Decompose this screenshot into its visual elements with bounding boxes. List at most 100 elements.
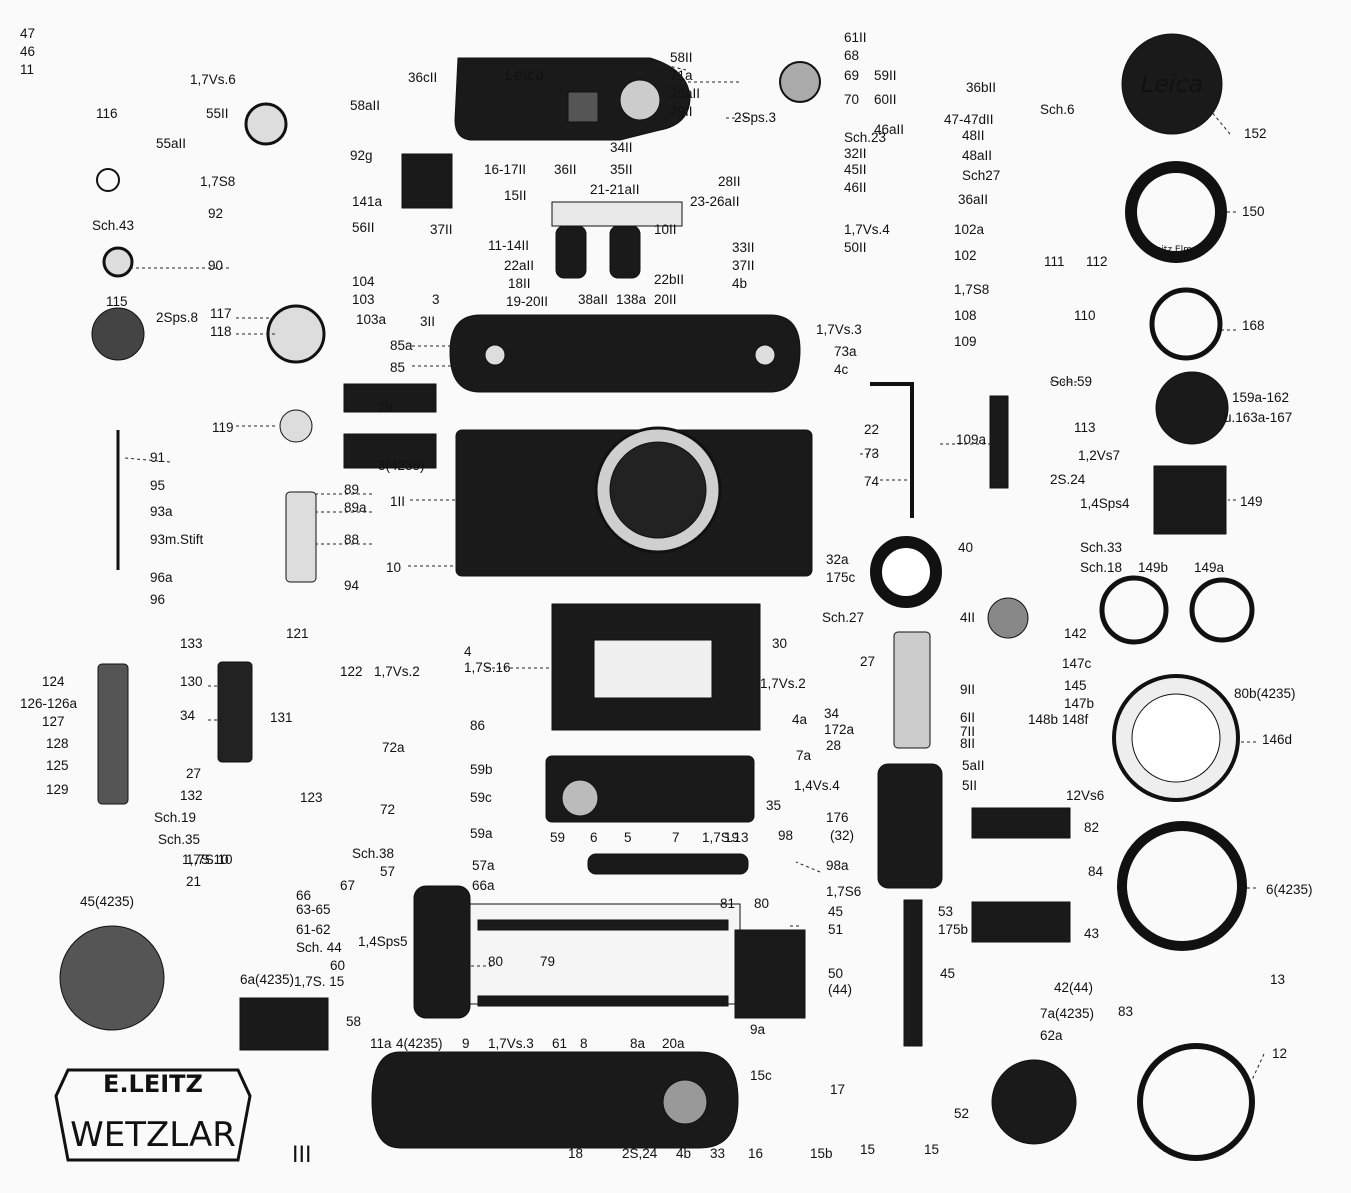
part-label: 70 — [844, 92, 859, 107]
part-label: 152 — [1244, 126, 1267, 141]
plate-82 — [971, 807, 1071, 839]
part-callouts: 1,7Vs.611655aII55II1,7S858aII36cII92g141… — [20, 26, 1313, 1161]
part-label: 17 — [830, 1082, 845, 1097]
part-label: 102 — [954, 248, 977, 263]
part-label: Sch27 — [962, 168, 1000, 183]
part-label: u.163a-167 — [1224, 410, 1292, 425]
part-label: Sch.23 — [844, 130, 886, 145]
part-label: 27 — [186, 766, 201, 781]
top-plate — [449, 314, 801, 393]
part-label: 4a — [792, 712, 808, 727]
part-label: 7 — [672, 830, 680, 845]
lens-cap-lettering: Leica — [1141, 70, 1204, 98]
logo-frame — [54, 1068, 252, 1162]
ring-116 — [96, 168, 120, 192]
part-label: 72a — [382, 740, 405, 755]
part-label: 7a(4235) — [1040, 1006, 1094, 1021]
cassette-176 — [877, 763, 943, 889]
viewfinder-window — [567, 91, 599, 123]
part-label: 129 — [46, 782, 69, 797]
part-label: 22aII — [504, 258, 534, 273]
part-label: 146d — [1262, 732, 1292, 747]
part-label: 118 — [210, 324, 232, 339]
ring-4-4235 — [1137, 1043, 1255, 1161]
base-plate-lock — [662, 1079, 708, 1125]
top-plate-hole-left — [484, 344, 506, 366]
part-label: 119 — [212, 420, 234, 435]
part-label: Sch. 44 — [296, 940, 342, 955]
part-label: 1,7Vs.4 — [844, 222, 890, 237]
part-label: 62a — [1040, 1028, 1063, 1043]
part-label: 2Sps.8 — [156, 310, 198, 325]
part-label: 45(4235) — [80, 894, 134, 909]
part-label: 59a — [470, 826, 493, 841]
part-label: 148f — [1062, 712, 1089, 727]
part-label: 2II — [378, 400, 393, 415]
part-label: 111 — [1044, 254, 1065, 269]
part-label: 34II — [610, 140, 633, 155]
part-label: 1II — [390, 494, 405, 509]
part-label: 60 — [330, 958, 345, 973]
part-label: 37II — [732, 258, 755, 273]
part-label: 102a — [954, 222, 985, 237]
part-label: 23-26aII — [690, 194, 740, 209]
part-label: 1,7Vs.2 — [760, 676, 806, 691]
shutter-speed-gear — [561, 779, 599, 817]
part-label: 1,7Vs.6 — [190, 72, 236, 87]
part-label: 172a — [824, 722, 855, 737]
part-label: 50 — [828, 966, 843, 981]
part-label: 46II — [844, 180, 867, 195]
lens-ring-lettering: Leitz Elmar — [1151, 245, 1201, 255]
part-label: 11a — [370, 1036, 392, 1051]
part-label: 6(4235) — [1266, 882, 1313, 897]
part-label: 19-20II — [506, 294, 548, 309]
part-label: 93m.Stift — [150, 532, 204, 547]
part-label: 168 — [1242, 318, 1265, 333]
shaft-124 — [97, 663, 129, 805]
part-label: 159a-162 — [1232, 390, 1289, 405]
part-label: 69 — [844, 68, 859, 83]
part-label: 96a — [150, 570, 173, 585]
part-label: 15b — [810, 1146, 833, 1161]
curtain-strip-top — [477, 919, 729, 931]
part-label: 86 — [470, 718, 485, 733]
part-label: 148b — [1028, 712, 1058, 727]
ring-32a — [870, 536, 942, 608]
part-label: 93a — [150, 504, 173, 519]
shutter-drum — [413, 885, 471, 1019]
part-label: 1,7S.10 — [182, 852, 229, 867]
part-label: 115 — [106, 294, 128, 309]
part-label: 59II — [874, 68, 897, 83]
part-62a — [239, 997, 329, 1051]
part-label: 58 — [346, 1014, 361, 1029]
part-label: 59b — [470, 762, 493, 777]
part-label: 2Sps.3 — [734, 110, 776, 125]
part-label: 91 — [150, 450, 165, 465]
part-label: 12 — [1272, 1046, 1287, 1061]
part-label: 3II — [420, 314, 435, 329]
plate-2II — [343, 383, 437, 413]
part-label: 51 — [828, 922, 843, 937]
part-label: 175c — [826, 570, 856, 585]
part-label: 121 — [286, 626, 309, 641]
part-label: Sch.33 — [1080, 540, 1122, 555]
part-label: 147c — [1062, 656, 1092, 671]
part-label: 141a — [352, 194, 383, 209]
part-label: 5 — [624, 830, 632, 845]
part-label: 1,4Sps4 — [1080, 496, 1130, 511]
part-label: 15II — [504, 188, 527, 203]
part-label: 16 — [748, 1146, 763, 1161]
part-label: 27 — [860, 654, 875, 669]
part-label: 1,4Sps5 — [358, 934, 408, 949]
part-label: 113 — [1074, 420, 1096, 435]
part-label: 30 — [772, 636, 787, 651]
part-label: 48aII — [962, 148, 992, 163]
part-label: 1,7Vs.3 — [816, 322, 862, 337]
part-label: 110 — [1074, 308, 1096, 323]
part-label: 1,7S8 — [200, 174, 235, 189]
part-label: 80b(4235) — [1234, 686, 1296, 701]
part-label: 11-14II — [488, 238, 529, 253]
part-label: 72 — [380, 802, 395, 817]
part-label: 37II — [430, 222, 453, 237]
part-label: 103a — [356, 312, 387, 327]
